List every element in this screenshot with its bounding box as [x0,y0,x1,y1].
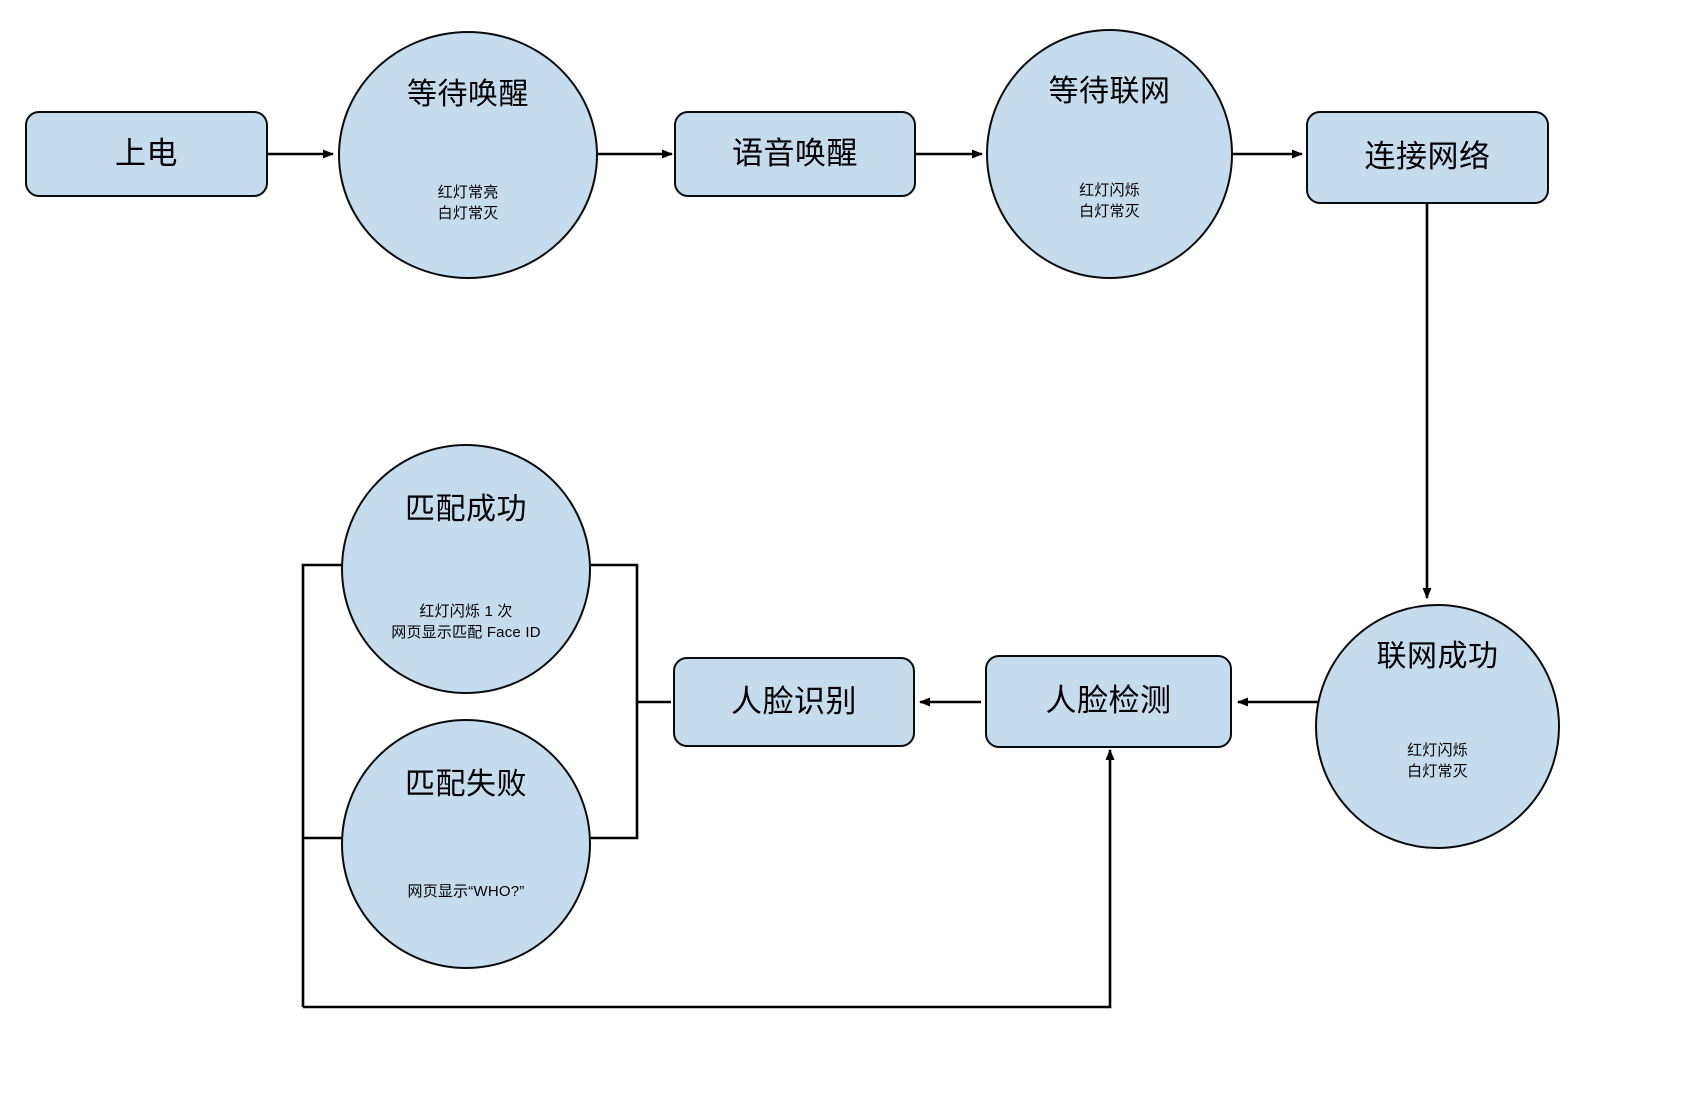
node-wait-network-sub: 红灯闪烁 白灯常灭 [1079,182,1140,220]
node-match-fail-sub: 网页显示“WHO?” [407,883,525,900]
node-connect-network[interactable]: 连接网络 [1306,111,1549,204]
edge-match-success-left-leg [301,563,345,1007]
node-wait-wake-sub: 红灯常亮 白灯常灭 [437,184,499,222]
node-match-success[interactable]: 匹配成功 红灯闪烁 1 次 网页显示匹配 Face ID [341,444,591,694]
node-match-fail[interactable]: 匹配失败 网页显示“WHO?” [341,719,591,969]
node-match-success-label: 匹配成功 [405,493,527,526]
node-power-on[interactable]: 上电 [25,111,268,197]
node-match-success-sub: 红灯闪烁 1 次 网页显示匹配 Face ID [391,603,541,641]
node-face-recognize-label: 人脸识别 [731,683,857,719]
node-connect-network-label: 连接网络 [1364,139,1491,175]
node-match-fail-label: 匹配失败 [405,768,527,801]
node-face-detect[interactable]: 人脸检测 [985,655,1232,748]
node-network-success-sub: 红灯闪烁 白灯常灭 [1407,742,1468,780]
edge-branch-to-match-fail [591,702,639,840]
node-network-success-label: 联网成功 [1376,640,1499,673]
node-network-success[interactable]: 联网成功 红灯闪烁 白灯常灭 [1315,604,1560,849]
node-face-recognize[interactable]: 人脸识别 [673,657,915,747]
node-wait-network-label: 等待联网 [1048,75,1171,108]
edge-face-recognize-branch [591,563,671,704]
node-voice-wake[interactable]: 语音唤醒 [674,111,916,197]
node-voice-wake-label: 语音唤醒 [732,135,858,171]
node-wait-wake[interactable]: 等待唤醒 红灯常亮 白灯常灭 [338,31,598,279]
node-wait-network[interactable]: 等待联网 红灯闪烁 白灯常灭 [986,29,1233,279]
node-power-on-label: 上电 [115,135,178,171]
node-wait-wake-label: 等待唤醒 [407,78,529,111]
node-face-detect-label: 人脸检测 [1045,683,1172,719]
